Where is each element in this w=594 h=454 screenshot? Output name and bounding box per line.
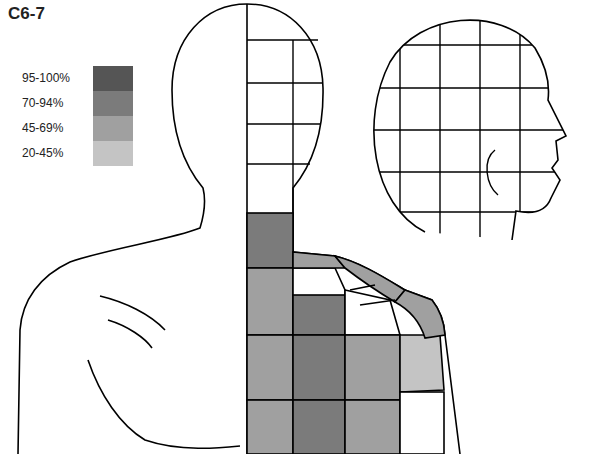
grid-line (247, 82, 323, 83)
pain-cell (293, 400, 345, 454)
grid-line (350, 87, 594, 88)
pain-cell (293, 335, 345, 400)
ear-line (487, 150, 498, 195)
legend-item: 70-94% (20, 91, 140, 116)
grid-line (350, 44, 594, 45)
pain-cell (247, 335, 293, 400)
scapula-line (350, 285, 375, 290)
body-outline (18, 4, 247, 454)
legend-item: 45-69% (20, 116, 140, 141)
pain-cell (293, 252, 345, 268)
scapula-line (360, 300, 395, 305)
pain-cell (345, 335, 400, 400)
legend-label: 20-45% (22, 146, 63, 160)
side-head (350, 0, 594, 260)
legend-item: 20-45% (20, 141, 140, 166)
grid-line (350, 171, 594, 172)
grid-line (350, 129, 594, 130)
pain-cell (400, 335, 444, 392)
pain-cell (345, 400, 400, 454)
pain-cell (247, 400, 293, 454)
grid-cell (400, 392, 444, 454)
grid-line (350, 211, 594, 212)
scapula-line (100, 296, 165, 330)
scapula-line (108, 320, 152, 348)
scapula-line (88, 360, 240, 448)
head-outline (374, 20, 566, 240)
legend-item: 95-100% (20, 66, 140, 91)
grid-line (247, 163, 310, 164)
legend-label: 95-100% (22, 71, 70, 85)
pain-cell (395, 290, 445, 338)
figure-outline (18, 4, 460, 454)
pain-cell (293, 295, 345, 335)
legend-swatch (93, 116, 133, 141)
body-outline (293, 252, 460, 454)
legend-swatch (93, 66, 133, 91)
legend-label: 70-94% (22, 96, 63, 110)
grid-line (247, 123, 321, 124)
legend-swatch (93, 91, 133, 116)
pain-cell (335, 256, 405, 302)
figure-title: C6-7 (8, 4, 45, 24)
pain-cell (247, 213, 293, 268)
legend-label: 45-69% (22, 121, 63, 135)
grid-cell (293, 268, 345, 335)
pain-cells (247, 213, 445, 454)
legend-swatch (93, 141, 133, 166)
pain-cell (247, 268, 293, 335)
grid-line (247, 39, 318, 40)
